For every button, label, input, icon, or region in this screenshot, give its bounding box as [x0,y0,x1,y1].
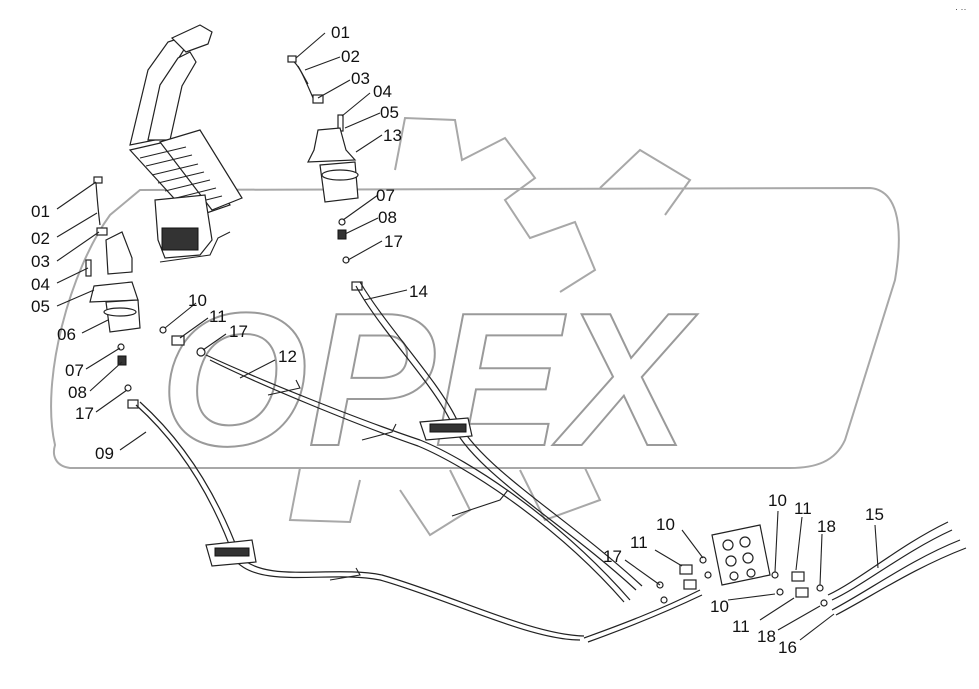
label-17-left: 17 [75,404,94,423]
label-10-right-bottom: 10 [710,597,729,616]
fittings-center [159,326,206,357]
label-07-top: 07 [376,186,395,205]
label-17-top: 17 [384,232,403,251]
pedal-assembly [128,24,243,263]
right-joystick [287,55,363,291]
label-02-left: 02 [31,229,50,248]
label-08-top: 08 [378,208,397,227]
label-07-left: 07 [65,361,84,380]
label-17-bottom: 17 [603,547,622,566]
watermark-text: OPEX [160,274,698,486]
label-05-top: 05 [380,103,399,122]
label-14: 14 [409,282,428,301]
label-11-center: 11 [209,307,227,326]
label-11-right-bottom: 11 [732,617,750,636]
watermark: OPEX [50,116,900,537]
label-08-left: 08 [68,383,87,402]
label-13: 13 [383,126,402,145]
label-11-right-top: 11 [794,499,812,518]
left-joystick [85,176,141,409]
label-09: 09 [95,444,114,463]
part-labels: 01 02 03 04 05 13 07 08 17 14 01 02 03 0… [31,4,967,657]
label-04-top: 04 [373,82,392,101]
hose-routing [135,281,703,643]
label-18-right-top: 18 [817,517,836,536]
label-10-bottom: 10 [656,515,675,534]
label-02-top: 02 [341,47,360,66]
label-05-left: 05 [31,297,50,316]
label-12: 12 [278,347,297,366]
label-11-bottom: 11 [630,533,648,552]
valve-block [656,521,967,616]
label-16: 16 [778,638,797,657]
label-06: 06 [57,325,76,344]
corner-mark: · ·· [955,4,967,14]
leader-lines [56,32,879,641]
label-15: 15 [865,505,884,524]
label-10-center: 10 [188,291,207,310]
label-03-top: 03 [351,69,370,88]
label-10-right-top: 10 [768,491,787,510]
label-04-left: 04 [31,275,50,294]
label-18-right-bottom: 18 [757,627,776,646]
label-03-left: 03 [31,252,50,271]
label-01-top: 01 [331,23,350,42]
label-01-left: 01 [31,202,50,221]
label-17-center: 17 [229,322,248,341]
